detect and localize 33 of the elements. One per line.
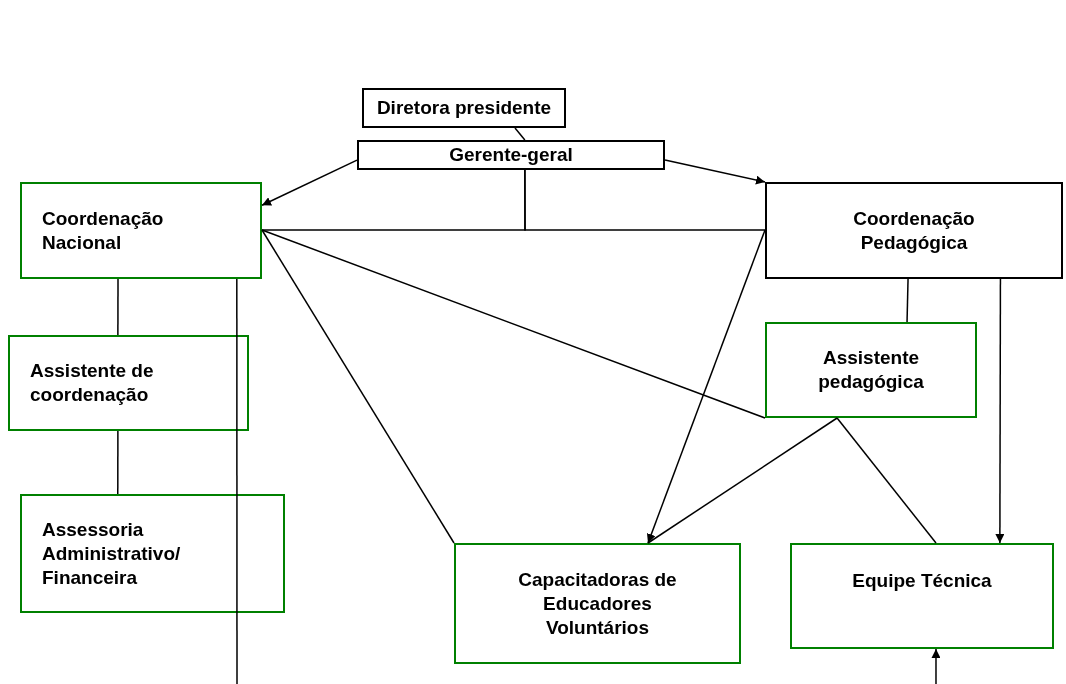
box-title: Diretora presidente [376, 96, 552, 120]
box-title: Capacitadoras de Educadores Voluntários [517, 567, 678, 640]
org-box [20, 494, 285, 613]
connector-line [261, 229, 766, 419]
arrow [931, 648, 941, 684]
org-box [454, 543, 741, 664]
connector-line [117, 430, 119, 495]
org-box [362, 88, 566, 128]
box-title: Assistente pedagógica [817, 346, 925, 394]
arrow [995, 278, 1005, 544]
arrow [261, 159, 358, 207]
box-title: Gerente-geral [449, 143, 573, 167]
connector-line [117, 278, 119, 336]
connector-line [261, 229, 455, 544]
connector-line [524, 169, 766, 231]
org-box [20, 182, 262, 279]
connector-line [836, 417, 937, 544]
org-box [8, 335, 249, 431]
org-box [765, 182, 1063, 279]
box-title: Coordenação Pedagógica [852, 206, 976, 255]
connector-line [236, 278, 238, 684]
box-title: Assessoria Administrativo/ Financeira [42, 517, 182, 590]
box-title: Coordenação Nacional [42, 206, 165, 255]
arrow [664, 159, 766, 185]
org-box [357, 140, 665, 170]
connector-line [514, 127, 526, 141]
connector-line [906, 278, 909, 323]
org-box [790, 543, 1054, 649]
box-title: Equipe Técnica [852, 569, 992, 593]
arrow [646, 229, 766, 544]
box-title: Assistente de coordenação [30, 359, 155, 407]
org-box [765, 322, 977, 418]
connector-line [647, 417, 838, 544]
